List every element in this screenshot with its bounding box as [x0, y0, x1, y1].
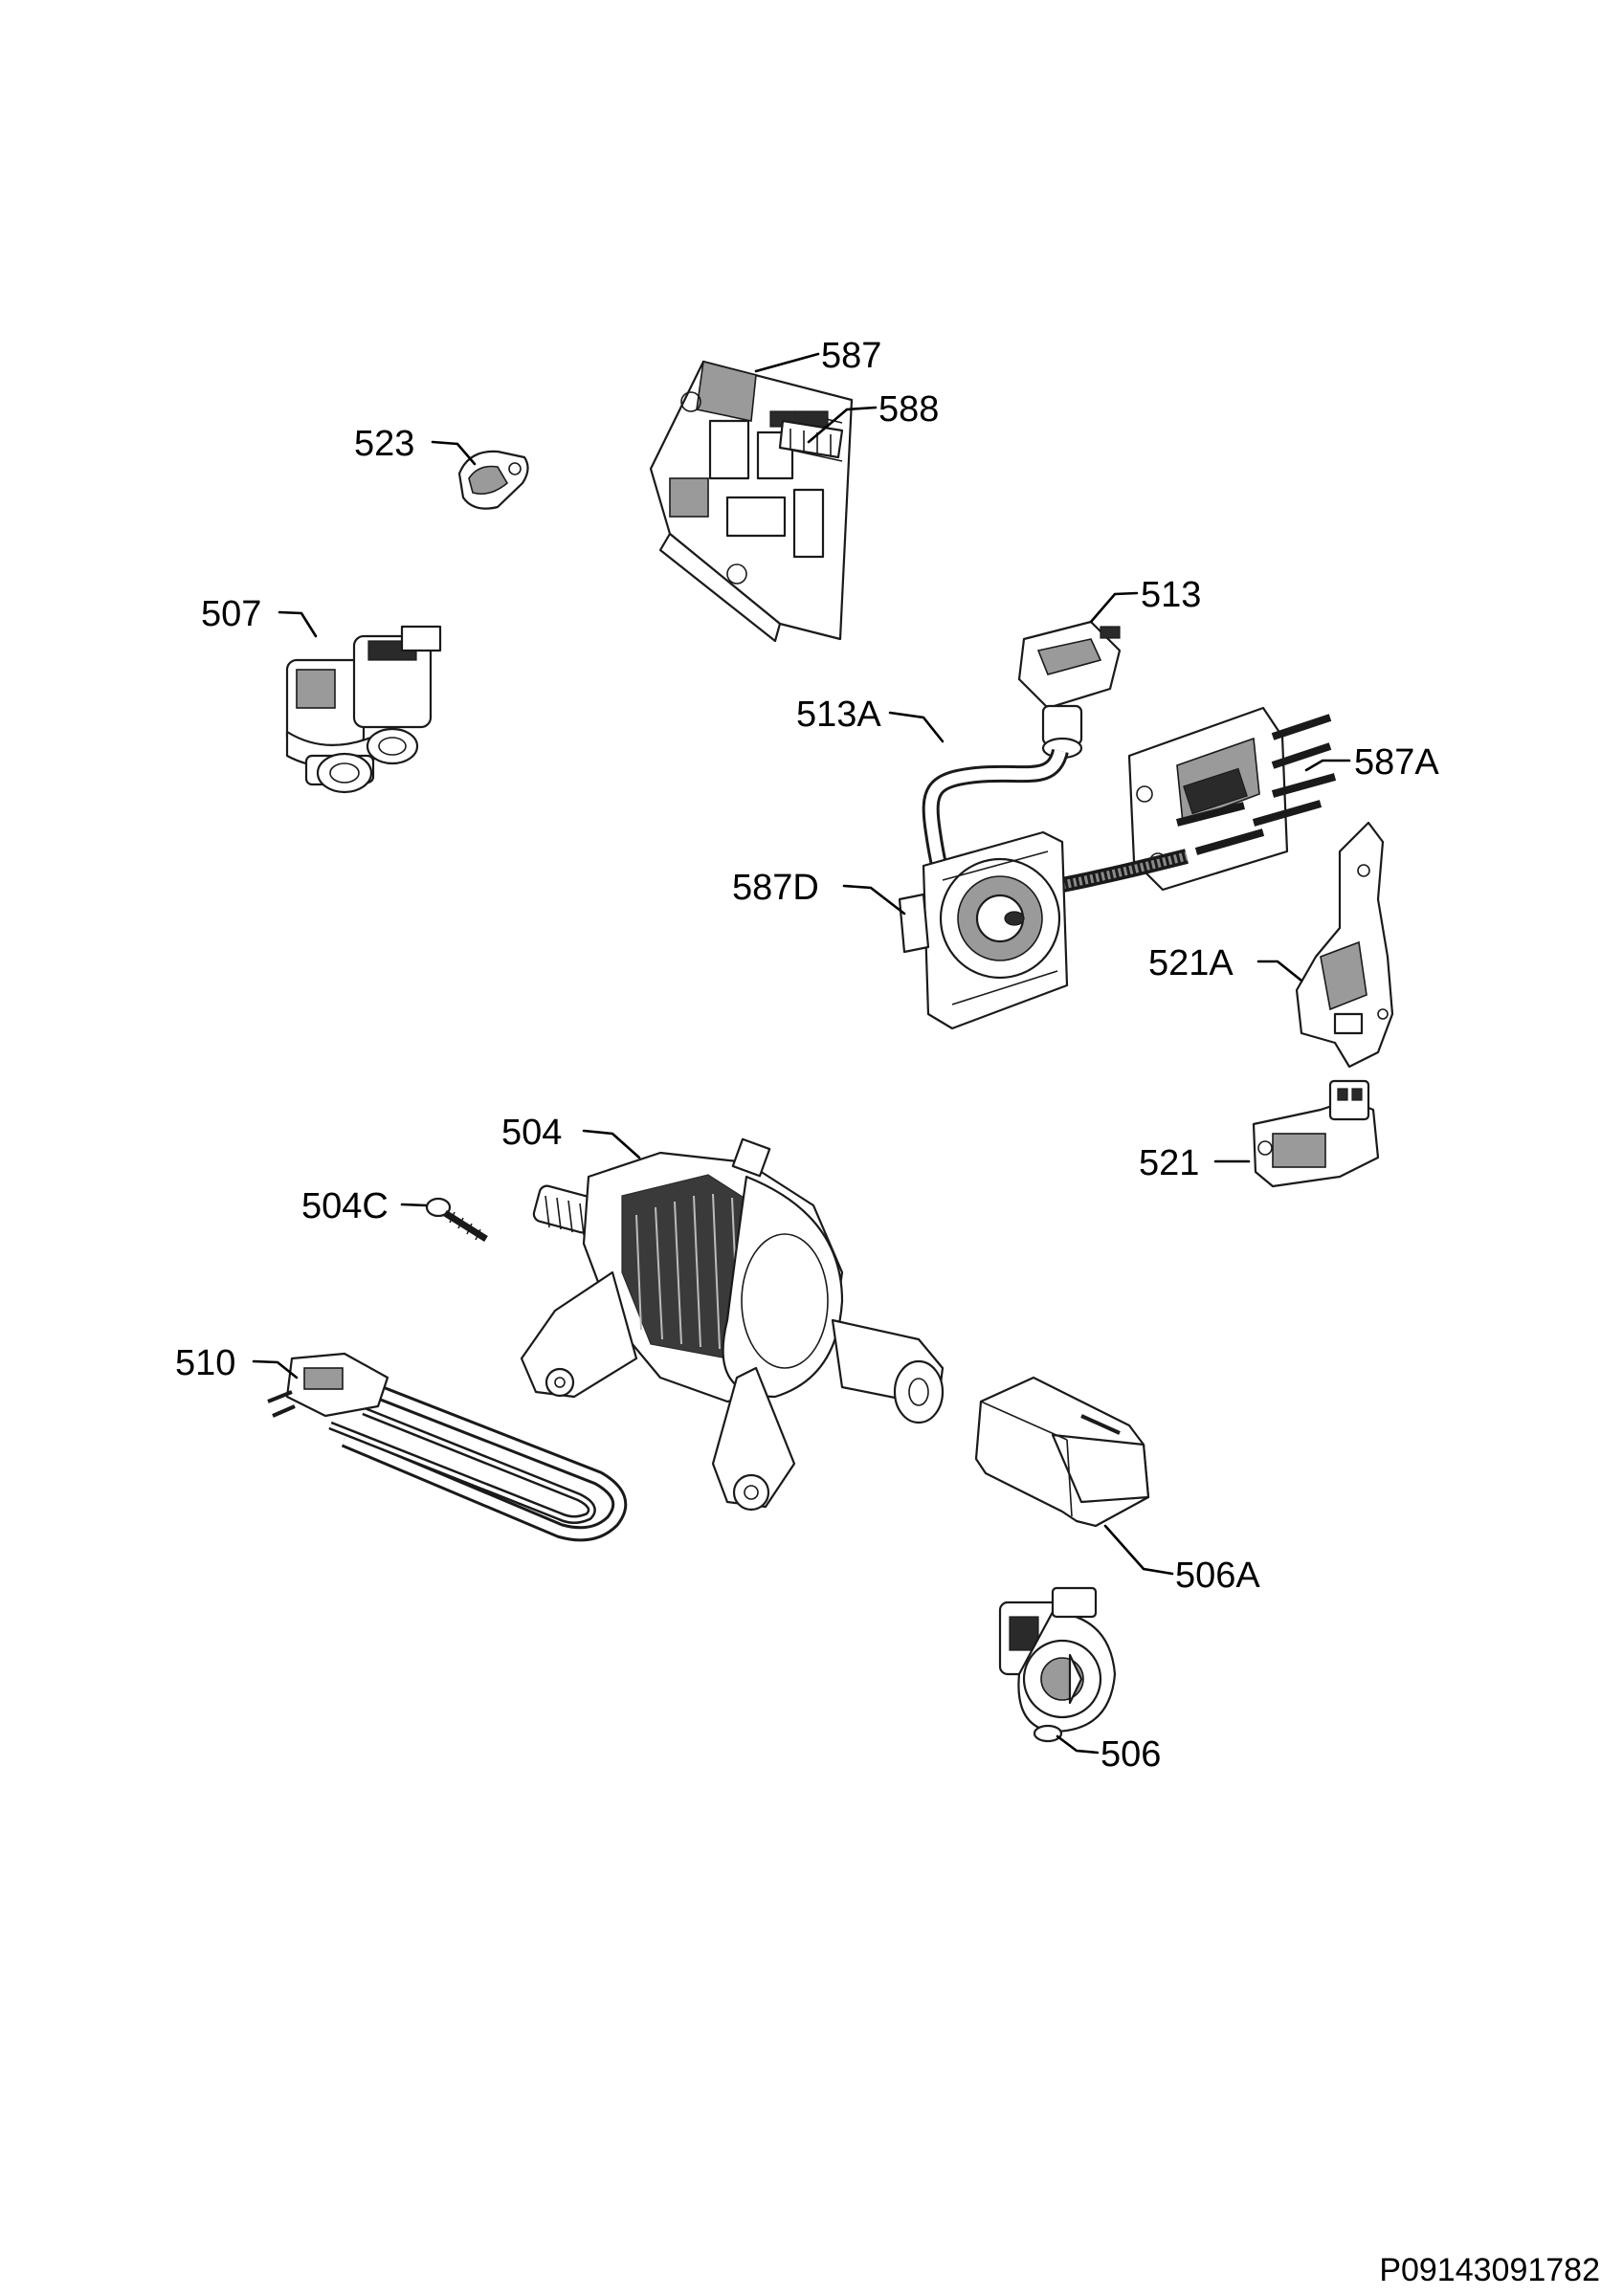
label-587a: 587A: [1354, 742, 1439, 783]
screw-icon: [425, 1197, 488, 1242]
label-506: 506: [1101, 1734, 1161, 1775]
pump-cover-icon: [974, 1376, 1150, 1528]
label-513a: 513A: [796, 695, 881, 735]
label-588: 588: [878, 389, 939, 430]
label-523: 523: [354, 424, 414, 464]
door-interlock-icon: [1252, 1079, 1380, 1188]
inlet-valve-icon: [285, 625, 442, 794]
label-504c: 504C: [301, 1186, 389, 1226]
connector-block-icon: [1127, 706, 1337, 892]
drain-pump-icon: [998, 1586, 1117, 1743]
leader-lines: [252, 352, 1351, 1755]
selector-module-icon: [898, 830, 1189, 1030]
label-504: 504: [501, 1113, 562, 1153]
cable-clip-icon: [457, 450, 529, 510]
pressure-switch-icon: [1017, 620, 1122, 760]
label-587: 587: [821, 336, 881, 376]
document-id: P09143091782: [1379, 2252, 1600, 2288]
label-506a: 506A: [1175, 1556, 1260, 1596]
control-board-icon: [649, 360, 854, 643]
label-507: 507: [201, 594, 261, 634]
heating-element-icon: [267, 1352, 628, 1542]
door-lock-bracket-icon: [1295, 821, 1394, 1069]
motor-icon: [520, 1137, 945, 1512]
part-labels: 587 588 523 507 513 513A 587A 587D 521A …: [175, 336, 1439, 1775]
label-587d: 587D: [732, 868, 819, 908]
label-510: 510: [175, 1343, 235, 1383]
label-513: 513: [1141, 575, 1201, 615]
label-521a: 521A: [1148, 943, 1234, 983]
label-521: 521: [1139, 1143, 1199, 1183]
